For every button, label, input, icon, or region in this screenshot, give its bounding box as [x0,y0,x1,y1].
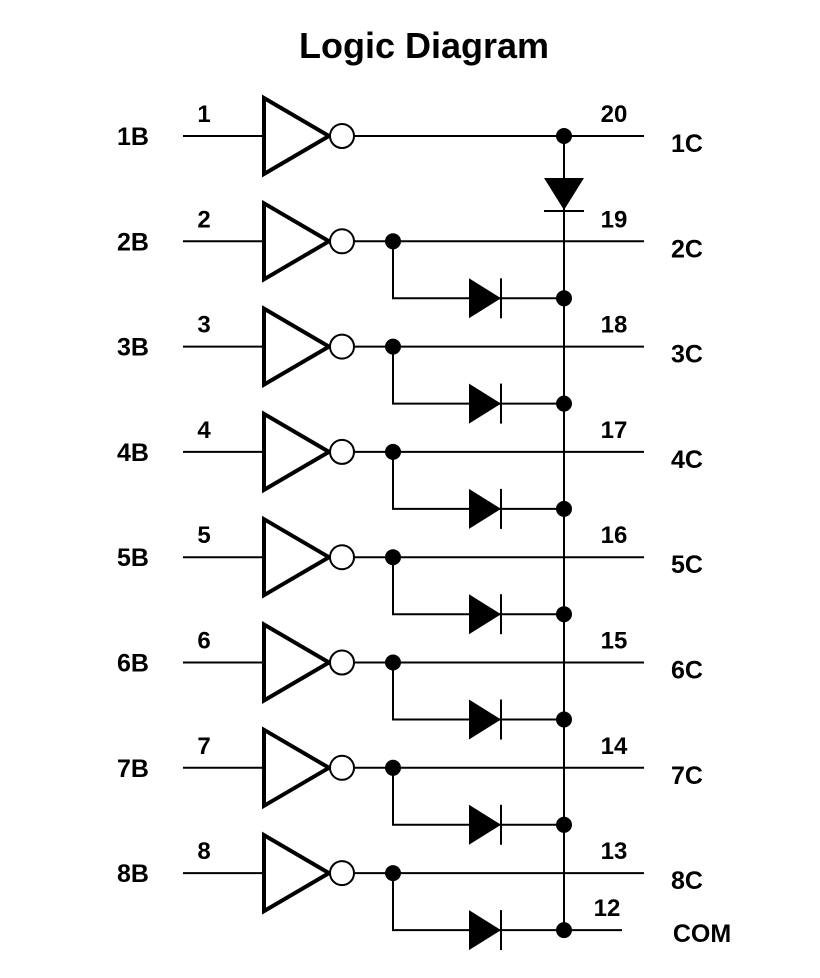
input-label: 5B [117,544,149,572]
channel-2: 2B 2 2C 19 [117,199,703,319]
output-pin-number: 13 [601,838,628,865]
output-label: 1C [671,130,703,158]
input-label: 4B [117,439,149,467]
clamp-diode [469,699,501,740]
inversion-bubble [329,649,355,676]
inversion-bubble [329,123,355,149]
output-pin-number: 16 [601,522,628,549]
input-label: 7B [117,755,149,783]
inversion-bubble [329,860,355,887]
output-label: 5C [671,551,703,579]
output-label: 6C [671,657,703,685]
clamp-wire [392,451,564,510]
input-pin-number: 7 [197,733,210,760]
input-pin-number: 2 [197,206,210,233]
input-label: 6B [117,650,149,678]
clamp-wire [392,873,564,932]
inversion-bubble [329,333,355,360]
clamp-diode [469,910,501,951]
input-pin-number: 6 [197,628,210,655]
input-pin-number: 3 [197,312,210,339]
inverter-gate [262,726,333,810]
diagram-title: Logic Diagram [299,25,549,66]
clamp-wire [392,662,564,721]
input-pin-number: 4 [197,417,211,444]
input-label: 1B [117,123,149,151]
inverter-gate [262,515,333,599]
inverter-gate [262,831,333,915]
com-pin-number: 12 [594,895,621,922]
inversion-bubble [329,228,355,255]
clamp-diode [469,278,501,319]
inverter-gate [262,305,333,389]
inversion-bubble [329,544,355,571]
output-pin-number: 14 [601,733,628,760]
input-label: 2B [117,228,149,256]
clamp-wire [392,767,564,826]
channel-1: 1B 1 1C 20 [117,94,703,212]
channel-7: 7B 7 7C 14 [117,726,703,845]
channel-8: 8B 8 8C 13 [117,831,703,951]
channel-group: 1B 1 1C 20 2B 2 2C 19 3B 3 3C 18 4B 4 4C 17 5B 5 5C 16 6B 6 6C… [117,94,703,951]
output-label: 7C [671,762,703,790]
clamp-diode [469,804,501,845]
output-pin-number: 19 [601,206,628,233]
input-pin-number: 8 [197,838,210,865]
channel-3: 3B 3 3C 18 [117,305,703,424]
channel-6: 6B 6 6C 15 [117,621,703,740]
channel-5: 5B 5 5C 16 [117,515,703,635]
inversion-bubble [329,754,355,781]
inverter-gate [262,621,333,704]
output-pin-number: 17 [601,417,628,444]
clamp-diode [469,488,501,529]
clamp-diode [469,594,501,635]
channel-4: 4B 4 4C 17 [117,410,703,529]
output-label: 8C [671,867,703,895]
common-bus: COM 12 [563,136,731,948]
clamp-wire [392,241,564,300]
com-label: COM [673,920,731,948]
output-pin-number: 15 [601,628,628,655]
inverter-gate [262,199,333,283]
clamp-diode [469,383,501,424]
inverter-gate [262,94,333,178]
inverter-gate [262,410,333,494]
output-label: 4C [671,446,703,474]
inversion-bubble [329,438,355,465]
output-pin-number: 20 [601,101,628,128]
input-pin-number: 5 [197,522,210,549]
input-pin-number: 1 [197,101,210,128]
clamp-wire [392,346,564,405]
output-label: 3C [671,341,703,369]
output-pin-number: 18 [601,312,628,339]
input-label: 3B [117,334,149,362]
output-label: 2C [671,235,703,263]
input-label: 8B [117,860,149,888]
clamp-wire [392,557,564,616]
